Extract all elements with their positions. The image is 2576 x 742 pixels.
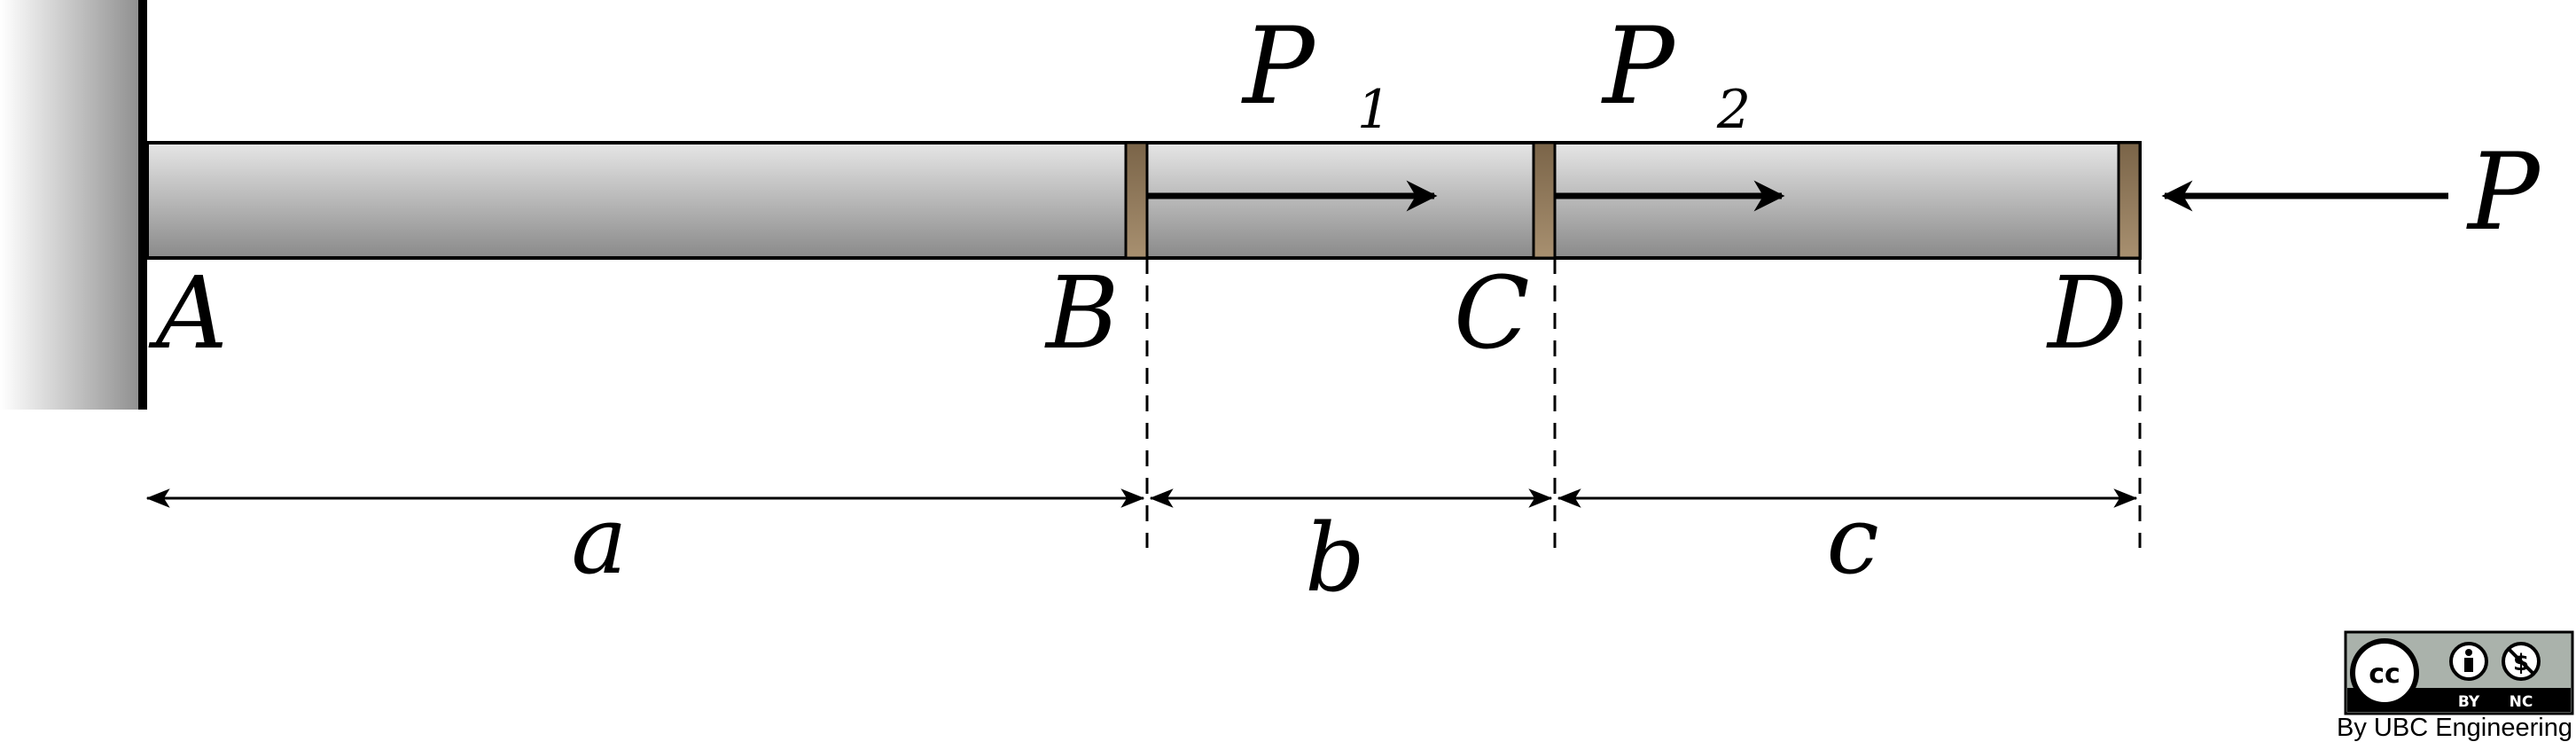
license-nc-text: NC xyxy=(2510,693,2533,711)
fixed-wall xyxy=(0,0,147,410)
wall-edge xyxy=(138,0,147,410)
collar-C xyxy=(1532,141,1557,260)
force-label-P3: P 3 xyxy=(2466,131,2576,269)
collar-D xyxy=(2117,141,2142,260)
cc-license-badge: cc $ BY NC By UBC Engineering xyxy=(2337,630,2574,742)
force-label-P2: P 2 xyxy=(1601,5,1751,141)
force-symbol-P3: P xyxy=(2466,131,2541,254)
dimension-label-a: a xyxy=(571,486,627,595)
cc-circle xyxy=(2350,638,2419,707)
cc-text: cc xyxy=(2369,659,2400,690)
force-symbol-P2: P xyxy=(1601,5,1676,129)
noncommercial-icon-slash xyxy=(2507,647,2535,676)
dimension-label-b: b xyxy=(1305,504,1365,613)
license-credit: By UBC Engineering xyxy=(2337,714,2572,742)
collar-B xyxy=(1124,141,1149,260)
point-label-D: D xyxy=(2046,256,2127,371)
force-labels: P 1 P 2 P 3 xyxy=(1241,5,2576,269)
wall-face xyxy=(0,0,140,410)
force-subscript-P2: 2 xyxy=(1716,79,1751,141)
attribution-icon-body xyxy=(2464,658,2473,672)
extension-lines xyxy=(1145,258,2142,548)
attribution-icon-head xyxy=(2465,649,2472,656)
point-labels: A B C D xyxy=(148,256,2127,371)
force-symbol-P1: P xyxy=(1241,5,1316,129)
dimension-label-c: c xyxy=(1826,486,1878,595)
point-label-B: B xyxy=(1044,256,1119,371)
dimension-labels: a b c xyxy=(571,486,1878,613)
point-label-A: A xyxy=(148,256,228,371)
force-subscript-P1: 1 xyxy=(1357,79,1391,141)
point-label-C: C xyxy=(1454,256,1530,371)
bar xyxy=(145,141,2142,260)
force-label-P1: P 1 xyxy=(1241,5,1391,141)
license-by-text: BY xyxy=(2458,693,2480,711)
